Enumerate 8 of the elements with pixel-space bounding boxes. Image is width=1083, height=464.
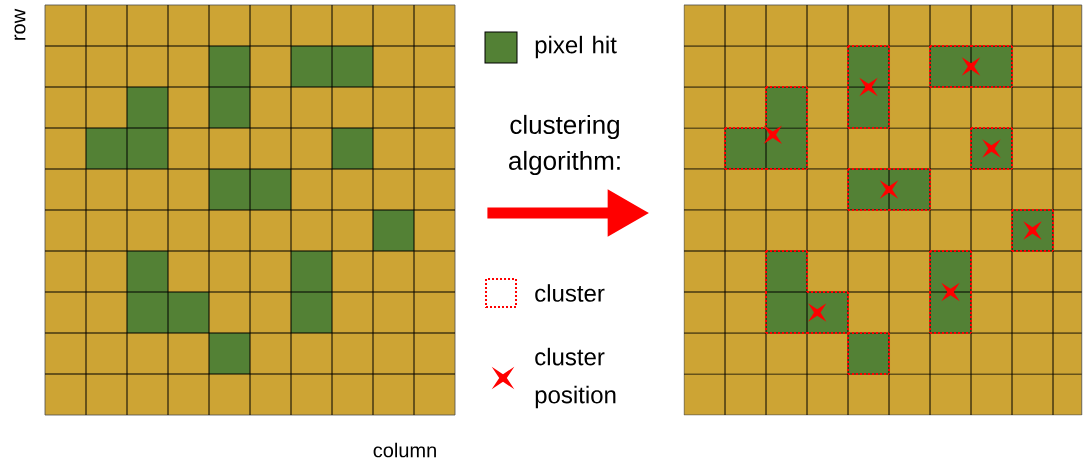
legend-label: pixel hit: [535, 35, 617, 59]
legend-label: cluster position: [535, 347, 616, 409]
pixel-grid-drawing: [683, 4, 1083, 416]
edge-label: clustering algorithm:: [509, 114, 620, 176]
axis-label: row: [14, 8, 26, 40]
axis-label: column: [373, 442, 436, 458]
legend-label: cluster: [535, 284, 605, 302]
pixel-grid-drawing: [44, 4, 456, 416]
